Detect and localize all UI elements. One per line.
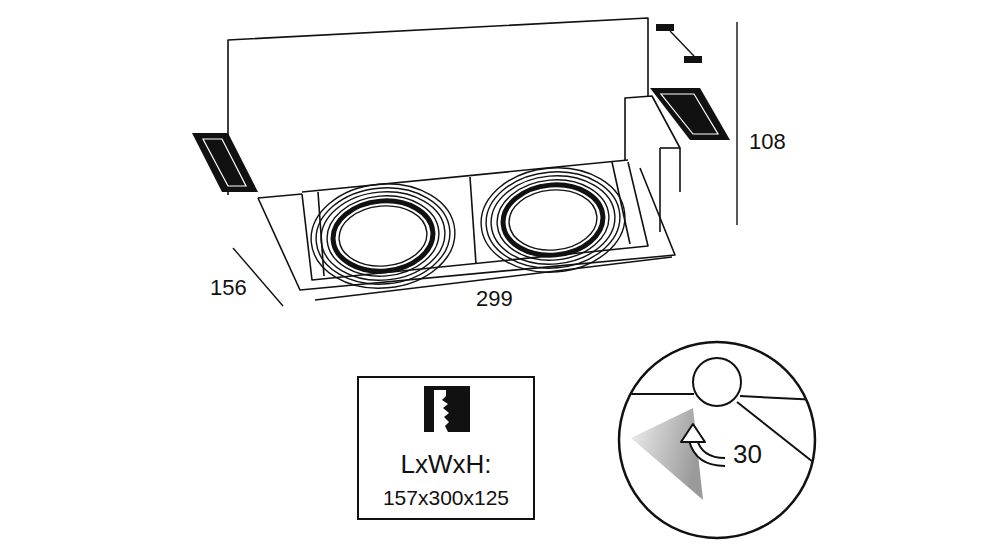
fixture-body xyxy=(228,18,680,290)
mounting-tabs xyxy=(656,24,702,63)
angle-value: 30 xyxy=(733,440,762,469)
rotation-detail xyxy=(617,340,817,540)
dimension-label: 156 xyxy=(208,276,249,300)
dimension-heading: LxWxH: xyxy=(401,450,492,479)
lamp-rings xyxy=(307,162,630,294)
dimension-label: 108 xyxy=(747,130,788,154)
installation-icon xyxy=(416,384,476,440)
dimension-value: 157x300x125 xyxy=(383,486,509,509)
dimension-lines xyxy=(233,22,737,306)
spring-clips xyxy=(192,88,730,192)
dimension-box: LxWxH: 157x300x125 xyxy=(357,376,535,520)
rotation-detail-circle: 30 xyxy=(617,340,817,540)
dimension-label: 299 xyxy=(474,287,515,311)
